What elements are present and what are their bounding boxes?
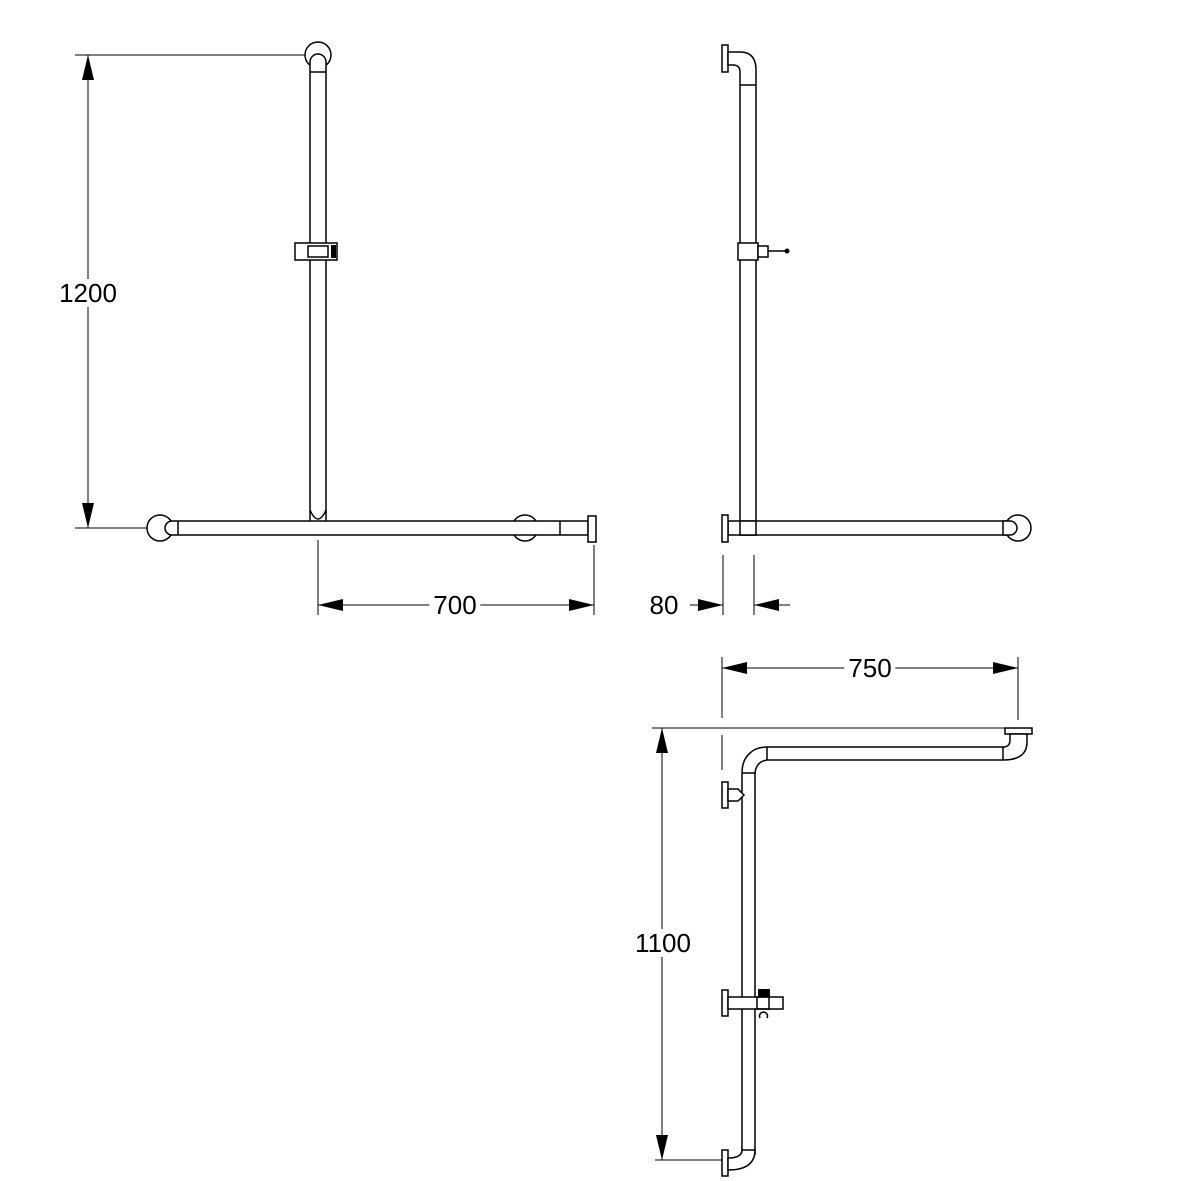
bottom-flange xyxy=(721,514,729,543)
L-tube xyxy=(741,733,1028,1155)
middle-flange xyxy=(721,989,729,1017)
horizontal-tube xyxy=(727,520,1011,536)
shower-slider xyxy=(737,242,759,261)
end-flange xyxy=(587,515,597,543)
dimension-label-1200: 1200 xyxy=(55,279,121,307)
front-view xyxy=(75,41,597,615)
upper-flange xyxy=(721,781,729,809)
dimension-label-1100: 1100 xyxy=(631,929,695,957)
shower-slider xyxy=(294,242,338,261)
vertical-rail xyxy=(309,53,327,528)
wall-flange xyxy=(1004,727,1033,735)
side-view xyxy=(690,44,1032,615)
lower-flange xyxy=(721,1149,729,1177)
top-flange xyxy=(721,44,729,73)
dimension-label-700: 700 xyxy=(429,591,481,619)
plan-view xyxy=(652,657,1033,1177)
dimension-label-80: 80 xyxy=(645,591,683,619)
dimension-label-750: 750 xyxy=(844,654,896,682)
shower-holder xyxy=(727,996,784,1010)
horizontal-rail xyxy=(164,520,589,536)
vertical-tube xyxy=(727,51,757,536)
